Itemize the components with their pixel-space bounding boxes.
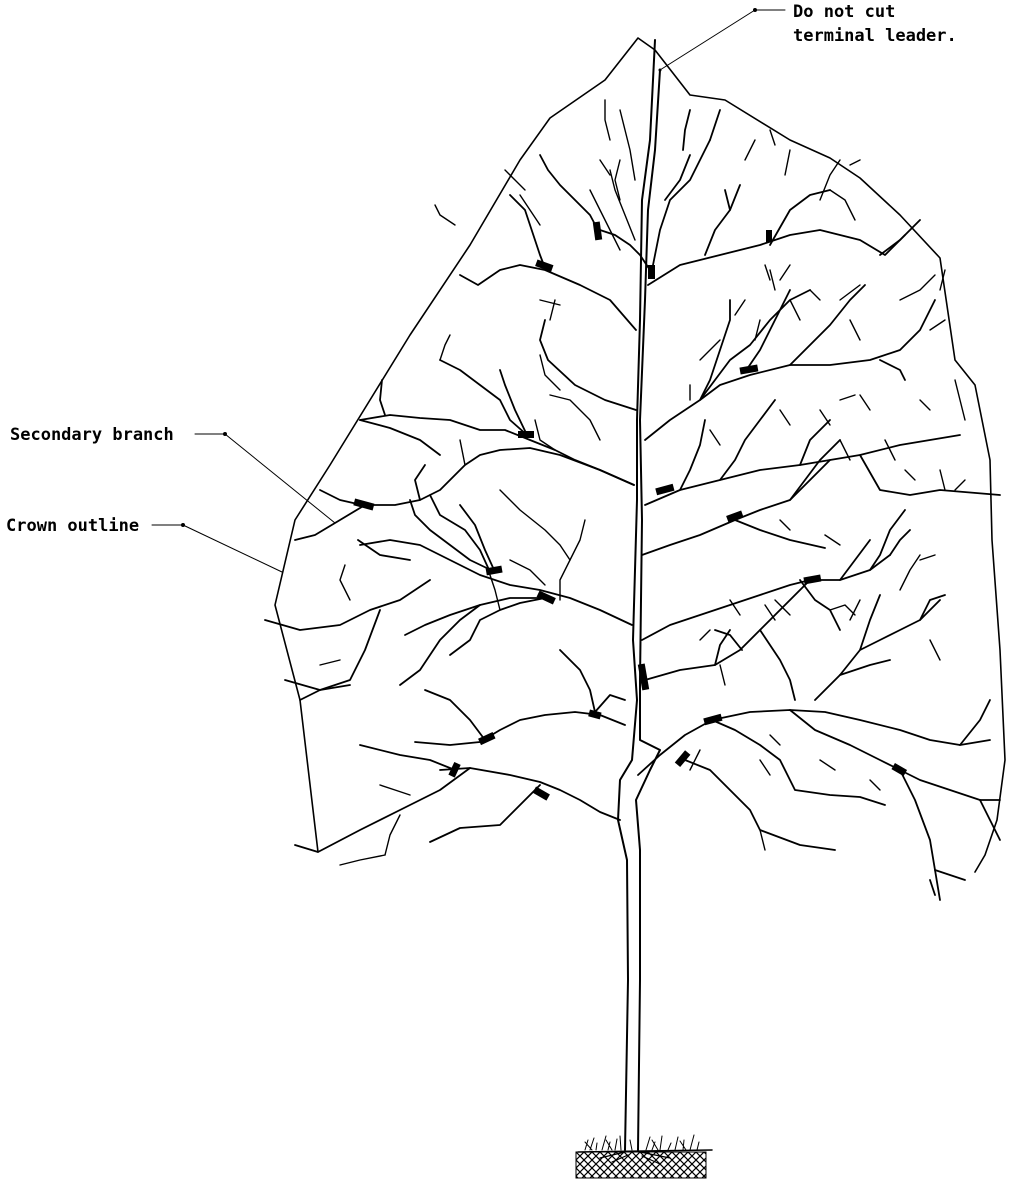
label-do-not-cut: Do not cut (793, 2, 895, 22)
callout-secondary-branch: Secondary branch (10, 425, 335, 523)
trunk (618, 40, 660, 1150)
right-twigs (690, 130, 965, 850)
left-twigs (320, 100, 635, 865)
ground (576, 1135, 712, 1178)
soil-block (576, 1152, 706, 1178)
left-branches (265, 155, 650, 852)
label-secondary-branch: Secondary branch (10, 425, 174, 445)
grass-tufts (585, 1135, 699, 1150)
cut-marks (353, 222, 907, 801)
label-terminal-leader: terminal leader. (793, 26, 957, 46)
right-branches (638, 110, 1000, 900)
callout-crown-outline: Crown outline (6, 516, 282, 572)
callout-terminal-leader: Do not cut terminal leader. (659, 2, 957, 72)
label-crown-outline: Crown outline (6, 516, 139, 536)
